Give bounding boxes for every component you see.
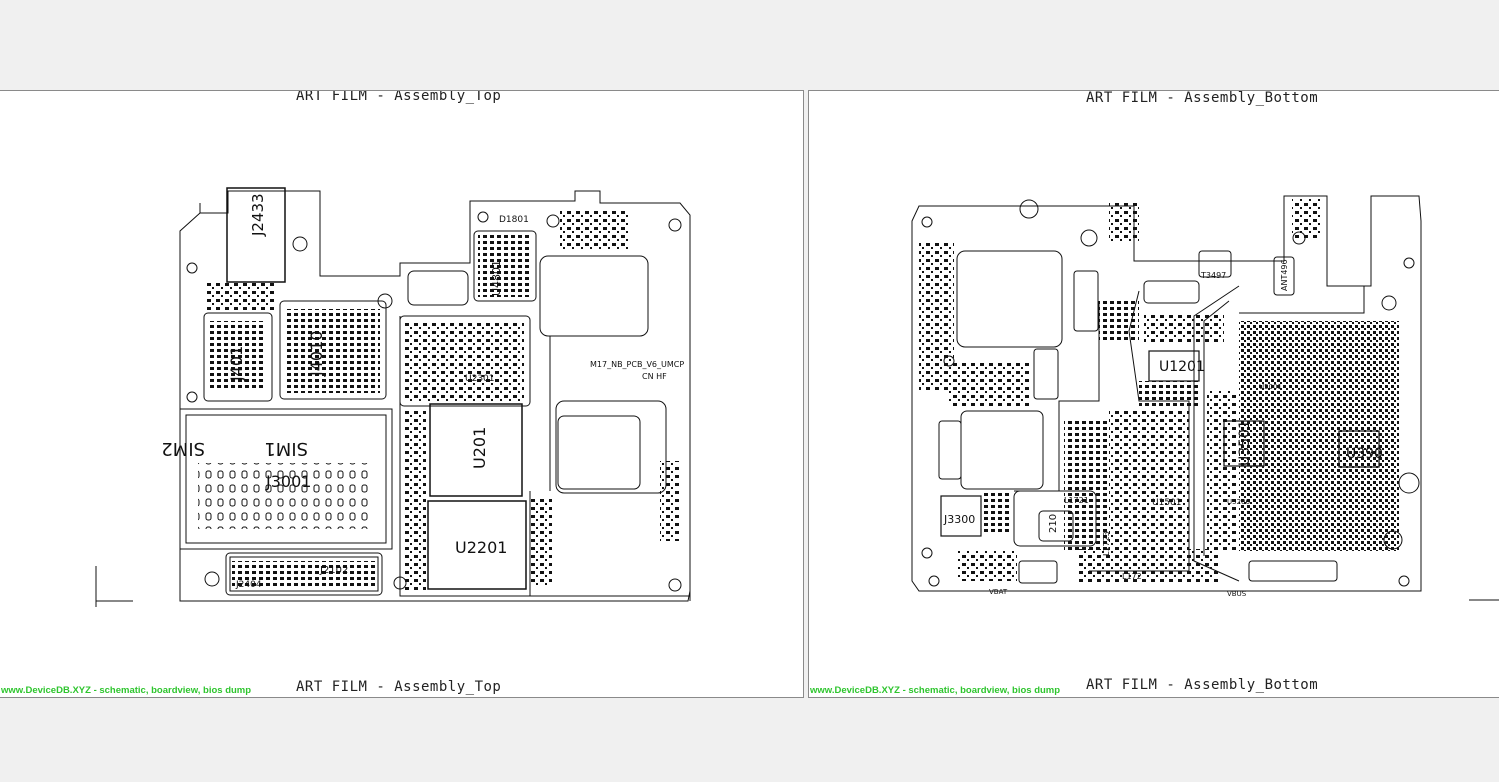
label-pcb-sub: CN HF (642, 372, 667, 381)
label-j2433: J2433 (249, 193, 267, 237)
label-u3300: J3300 (943, 513, 975, 526)
pcb-bottom-drawing[interactable]: U1201 U3501 U390 J3300 U5001 U1501 U5206… (809, 91, 1499, 697)
label-u5001: U5001 (1259, 383, 1282, 391)
label-pcb-name: M17_NB_PCB_V6_UMCP (590, 360, 684, 369)
pcb-outline-bottom (911, 195, 1422, 592)
label-u201: U201 (470, 427, 489, 469)
label-u1210: 210 (1048, 514, 1059, 533)
u3300-chip (940, 495, 982, 537)
label-l1724: L172 (1122, 572, 1142, 581)
label-u2301: U2301 (465, 374, 495, 384)
sim-tray-outline (179, 408, 393, 550)
label-u1501: U1501 (1152, 498, 1182, 508)
label-j2102: J2102 (319, 565, 348, 576)
ant496-part (1273, 256, 1295, 296)
t3497-part (1198, 250, 1232, 278)
assembly-top-sheet[interactable]: ART FILM - Assembly_Top ART FILM - Assem… (0, 90, 804, 698)
label-sim1: SIM1 (264, 438, 308, 459)
label-u2201: U2201 (455, 538, 507, 557)
label-vbat: VBAT (989, 588, 1008, 596)
label-ant496: ANT496 (1280, 259, 1289, 291)
components-j4011-area (210, 321, 266, 391)
watermark-top: www.DeviceDB.XYZ - schematic, boardview,… (1, 685, 252, 696)
sheet-title-top: ART FILM - Assembly_Top (296, 90, 502, 104)
shield-can-bottom-2 (960, 410, 1044, 490)
sheet-footer-top: ART FILM - Assembly_Top (296, 679, 502, 695)
components-left-column (205, 281, 275, 311)
sim-pad-array (198, 463, 372, 529)
assembly-bottom-sheet[interactable]: ART FILM - Assembly_Bottom ART FILM - As… (808, 90, 1499, 698)
connector-bottom-1 (1073, 270, 1099, 332)
components-j4010-area (286, 309, 380, 393)
watermark-bottom: www.DeviceDB.XYZ - schematic, boardview,… (810, 685, 1061, 696)
shield-can-1 (539, 255, 649, 337)
label-j3001: J3001 (265, 472, 311, 491)
label-j4010: J4010 (307, 331, 326, 377)
label-d1801: D1801 (499, 215, 529, 225)
label-u5206: U5206 (1227, 498, 1250, 506)
shield-can-2 (557, 415, 641, 490)
usb-connector (1248, 560, 1338, 582)
label-u1201: U1201 (1159, 359, 1205, 375)
j4010-outline (279, 300, 387, 400)
bottom-connector-strip (225, 552, 383, 596)
label-u4801: U4801 (490, 260, 503, 296)
sheet-title-bottom: ART FILM - Assembly_Bottom (1086, 90, 1319, 106)
j4011-outline (203, 312, 273, 402)
shield-can-bottom-1 (956, 250, 1063, 348)
label-l1721: L1721 (1064, 496, 1089, 505)
components-mid-area (232, 211, 680, 591)
sheet-footer-bottom: ART FILM - Assembly_Bottom (1086, 677, 1319, 693)
label-j4011: J401 (227, 346, 246, 382)
label-u3901: U390 (1346, 446, 1383, 462)
pcb-top-drawing[interactable]: J2433 J4010 J401 SIM2 SIM1 J3001 U201 U2… (0, 91, 803, 697)
connector-bottom-2 (1033, 348, 1059, 400)
bottom-component-fields (919, 199, 1399, 583)
label-l1723: L1723 (1102, 531, 1111, 556)
u2201-chip (427, 500, 527, 590)
connector-bottom-3 (938, 420, 962, 480)
label-t3497: T3497 (1200, 271, 1226, 280)
label-vbus: VBUS (1227, 590, 1247, 598)
u201-chip (429, 403, 523, 497)
label-sim2: SIM2 (161, 438, 205, 459)
label-j2404: J2404 (235, 580, 262, 590)
label-u3501: U3501 (1237, 420, 1253, 466)
